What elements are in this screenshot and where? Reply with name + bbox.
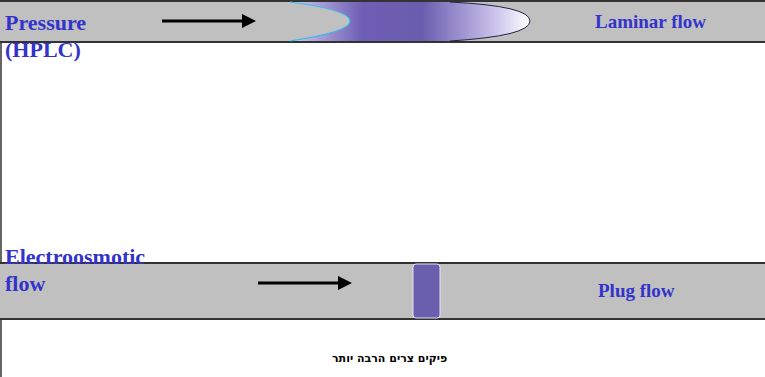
flow-label: Laminar flow	[595, 11, 706, 33]
laminar-profile	[290, 2, 530, 41]
caption: פיקים צרים הרבה יותר	[332, 352, 447, 365]
profile-edge	[450, 2, 530, 41]
flow-arrow	[162, 20, 244, 23]
plug-profile	[413, 264, 440, 318]
profile-edge	[290, 2, 350, 41]
tube	[0, 1, 765, 42]
method-label: Electroosmotic flow	[5, 243, 165, 297]
flow-arrow	[258, 282, 340, 285]
flow-tube: Plug flow	[0, 263, 765, 319]
arrow-head	[242, 14, 256, 28]
frame-line	[0, 0, 2, 377]
flow-label: Plug flow	[598, 280, 675, 302]
tube-wall	[0, 318, 765, 320]
arrow-head	[338, 276, 352, 290]
tube-wall	[0, 0, 765, 2]
method-label: Pressure (HPLC)	[5, 9, 115, 63]
tube-wall	[0, 41, 765, 43]
tube	[0, 263, 765, 319]
flow-tube: Laminar flow	[0, 1, 765, 42]
